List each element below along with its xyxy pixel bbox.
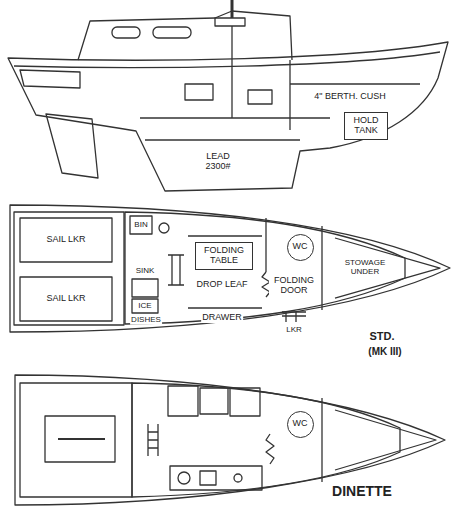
tiller: [58, 438, 105, 440]
sail-locker: [20, 218, 112, 262]
cockpit: [20, 383, 132, 497]
node-text: HOLD TANK: [349, 116, 383, 136]
plan-title: DINETTE: [331, 484, 393, 499]
hanging-locker: [282, 312, 306, 322]
dishes-label: DISHES: [130, 316, 162, 325]
berth-line: [290, 83, 420, 84]
ice-box: [132, 299, 158, 313]
head-circle: WC: [287, 234, 314, 261]
berth-note: 4" BERTH. CUSH: [313, 92, 387, 102]
cabin-trunk: [78, 11, 292, 60]
locker-label: SAIL LKR: [45, 235, 86, 245]
mast: [231, 0, 234, 18]
galley: [170, 466, 262, 490]
sink: [200, 471, 216, 485]
rudder: [46, 114, 98, 178]
ladder: [148, 424, 158, 456]
ice-label: ICE: [137, 302, 152, 311]
port-window: [153, 27, 191, 38]
cabin-outline: [125, 212, 405, 324]
bulkhead: [231, 26, 232, 118]
sink-box: [132, 279, 158, 297]
drawer-label: DRAWER: [201, 313, 243, 323]
table-note: DROP LEAF: [196, 280, 249, 290]
drain: [234, 474, 242, 482]
tank-box: HOLD TANK: [344, 112, 388, 140]
galley-unit: [185, 84, 213, 100]
dinette-seat: [168, 386, 198, 416]
node-text: WC: [293, 419, 308, 429]
bulkhead: [321, 398, 322, 482]
dinette-table: [200, 388, 228, 414]
hatch: [215, 18, 245, 26]
plan-subtitle: (MK III): [367, 346, 402, 357]
hull-profile: [8, 42, 448, 191]
v-berth: [335, 238, 440, 298]
stove-burner: [178, 472, 190, 484]
hull-plan: [15, 375, 445, 505]
bulkhead: [321, 226, 322, 310]
locker-label: LKR: [285, 326, 303, 335]
profile-view: [8, 0, 448, 191]
cockpit-well: [45, 416, 115, 462]
node-text: WC: [293, 242, 308, 252]
standard-plan: [10, 205, 450, 332]
settee: [188, 307, 262, 308]
head-circle: WC: [287, 411, 314, 438]
bin-label: BIN: [133, 221, 148, 230]
v-berth: [335, 410, 436, 470]
plan-title: STD.: [368, 330, 395, 342]
dinette-plan: [15, 375, 445, 505]
locker-label: SAIL LKR: [45, 294, 86, 304]
dinette-seat: [230, 388, 260, 416]
ballast-label: LEAD 2300#: [197, 152, 239, 172]
hull-plan: [10, 205, 450, 332]
door-label: FOLDING DOOR: [269, 276, 319, 296]
keel-joint: [145, 139, 300, 140]
stove-burner: [159, 223, 169, 233]
folding-door: [266, 434, 274, 464]
settee: [188, 235, 262, 236]
sail-locker: [20, 277, 112, 321]
port-window: [112, 27, 140, 38]
cabin-sole: [140, 117, 330, 118]
stowage-label: STOWAGE UNDER: [338, 259, 392, 277]
cockpit-seat: [20, 70, 80, 88]
ladder: [168, 255, 184, 285]
bulkhead: [289, 60, 290, 130]
sink-label: SINK: [135, 267, 156, 276]
cabin-outline: [132, 383, 400, 497]
bulkhead: [265, 218, 266, 272]
table-box: FOLDING TABLE: [195, 242, 253, 270]
cockpit: [14, 212, 124, 325]
head-unit: [248, 90, 272, 104]
node-text: FOLDING TABLE: [200, 246, 248, 266]
bin: [130, 216, 152, 234]
